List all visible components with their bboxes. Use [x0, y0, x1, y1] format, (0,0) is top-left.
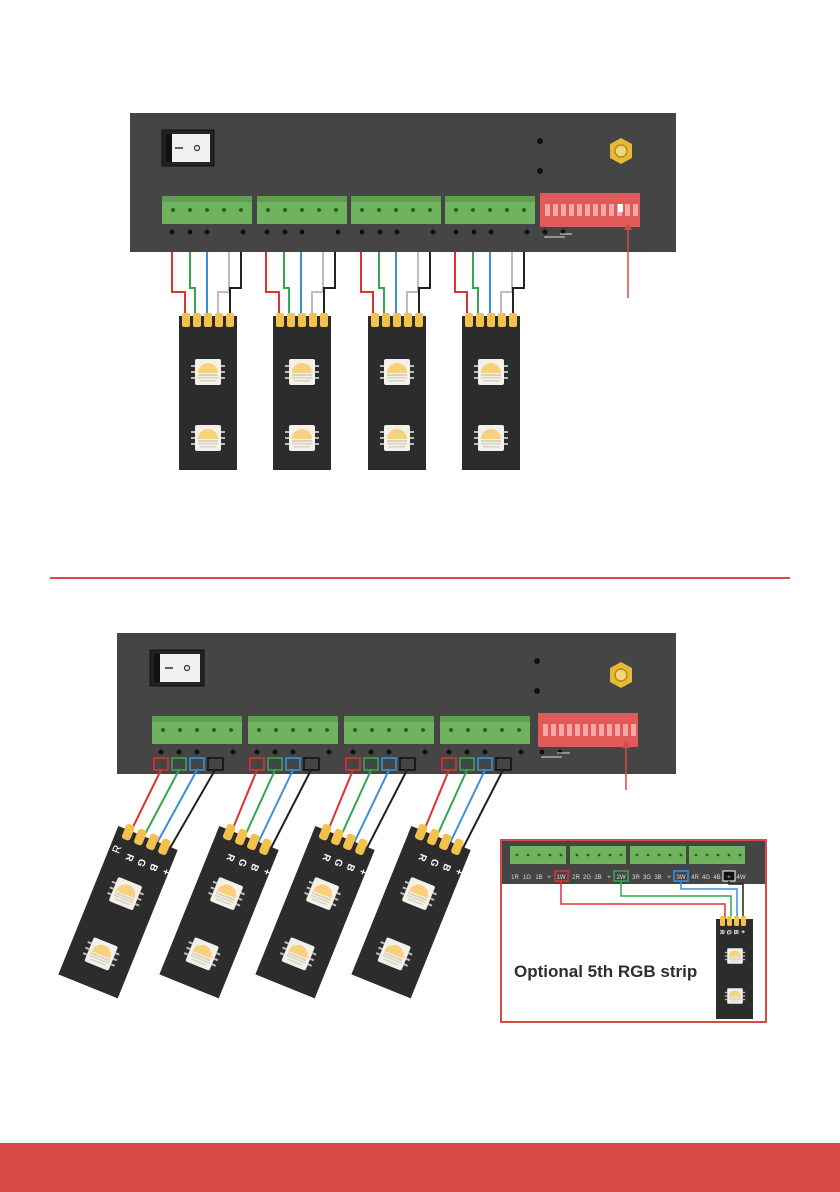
svg-text:2W: 2W: [617, 875, 626, 881]
terminal-block-3: [351, 196, 441, 224]
svg-text:+: +: [547, 875, 551, 881]
inset-pin-plus: +: [739, 930, 745, 934]
svg-text:1G: 1G: [523, 875, 531, 881]
svg-text:3R: 3R: [632, 875, 640, 881]
optional-strip-inset: 1R 1G 1B + 1W 2R 2G 2B + 2W 3R 3G 3B + 3…: [501, 840, 766, 1022]
svg-text:4B: 4B: [713, 875, 720, 881]
svg-text:2G: 2G: [583, 875, 591, 881]
svg-text:2R: 2R: [572, 875, 580, 881]
terminal-block-2: [248, 716, 338, 744]
footer-bar: [0, 1143, 840, 1192]
svg-text:2B: 2B: [594, 875, 601, 881]
dip-switch-icon: [540, 193, 640, 227]
svg-text:+: +: [667, 875, 671, 881]
svg-text:4R: 4R: [691, 875, 699, 881]
power-switch-icon: [162, 130, 214, 166]
svg-text:+: +: [607, 875, 611, 881]
svg-text:3B: 3B: [654, 875, 661, 881]
svg-text:3G: 3G: [643, 875, 651, 881]
section-divider: [50, 577, 790, 579]
terminal-block-4: [445, 196, 535, 224]
inset-pin-g: G: [725, 930, 731, 935]
svg-text:+: +: [727, 875, 731, 881]
led-strip-3: [368, 313, 426, 470]
dip-switch-icon: [538, 713, 638, 747]
led-strip-4: [462, 313, 520, 470]
terminal-block-4: [440, 716, 530, 744]
terminal-block-2: [257, 196, 347, 224]
svg-text:1W: 1W: [557, 875, 566, 881]
inset-led-strip: R G B +: [716, 916, 753, 1019]
svg-text:4G: 4G: [702, 875, 710, 881]
power-switch-icon: [150, 650, 204, 686]
svg-text:1R: 1R: [511, 875, 519, 881]
led-strip-tilted-4: [351, 820, 473, 998]
terminal-block-1: [152, 716, 242, 744]
led-strip-1: [179, 313, 237, 470]
inset-pin-r: R: [718, 930, 724, 935]
terminal-block-3: [344, 716, 434, 744]
led-strip-2: [273, 313, 331, 470]
top-wiring-diagram: [130, 113, 676, 470]
inset-pin-b: B: [732, 930, 738, 935]
svg-text:4W: 4W: [737, 875, 746, 881]
svg-text:3W: 3W: [677, 875, 686, 881]
svg-text:1B: 1B: [535, 875, 542, 881]
optional-strip-caption: Optional 5th RGB strip: [514, 962, 697, 982]
terminal-block-1: [162, 196, 252, 224]
